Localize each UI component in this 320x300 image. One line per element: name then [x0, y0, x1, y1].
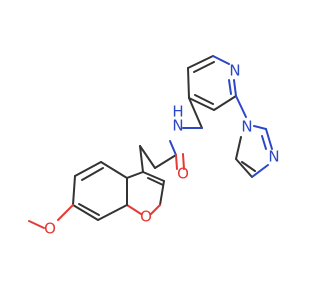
imidazole-ring	[235, 95, 273, 178]
methoxy-oxygen-label: O	[44, 220, 56, 238]
amide-nitrogen-label: N	[172, 117, 183, 135]
carbonyl-oxygen-label: O	[177, 165, 189, 183]
molecule-structure: N N H N N O O O	[28, 55, 280, 238]
benzofuran-ring	[72, 145, 165, 221]
amide-hydrogen-label: H	[172, 103, 183, 121]
pyridine-ring	[187, 55, 237, 111]
amide-linker	[139, 97, 203, 170]
imidazole-nitrogen-1-label: N	[241, 118, 252, 136]
methoxy-group	[28, 204, 74, 229]
imidazole-nitrogen-3-label: N	[268, 148, 279, 166]
furan-oxygen-label: O	[140, 208, 152, 226]
pyridine-nitrogen-label: N	[229, 62, 240, 80]
molecule-canvas: N N H N N O O O	[28, 55, 280, 238]
